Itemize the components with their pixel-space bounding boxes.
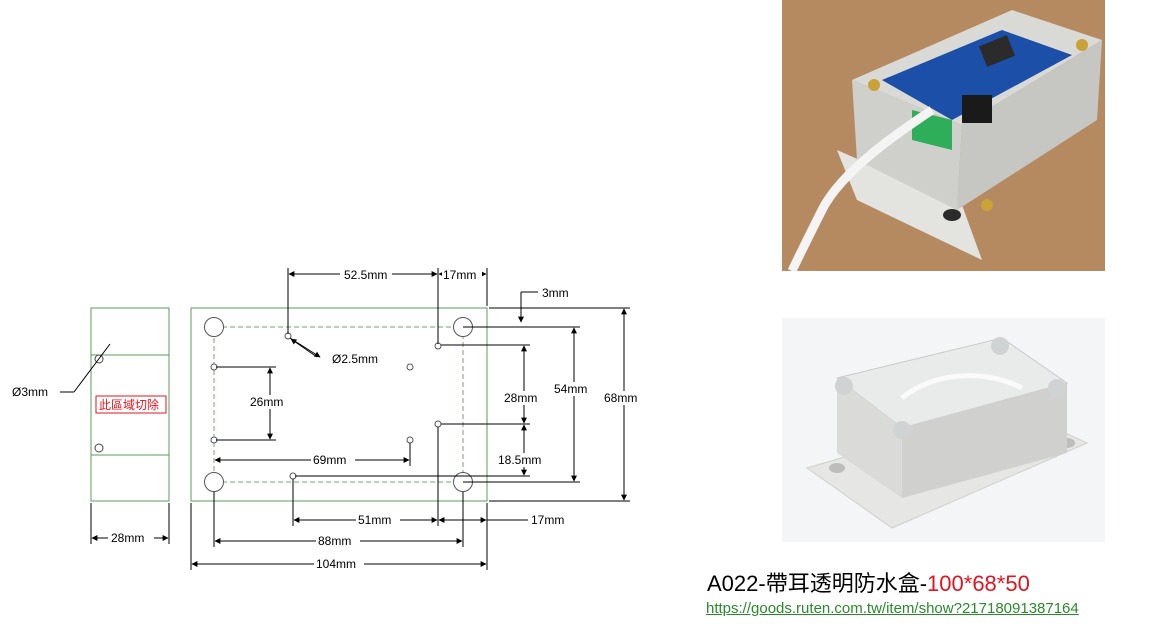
dim-17-bottom-label: 17mm <box>531 513 564 527</box>
side-width-label: 28mm <box>111 531 144 545</box>
side-view: Ø3mm 此區域切除 28mm <box>12 307 170 545</box>
top-view: 52.5mm 17mm 3mm Ø2.5mm 26mm 28mm 54mm <box>190 267 646 571</box>
product-title: A022-帶耳透明防水盒-100*68*50 <box>707 566 1030 598</box>
side-hole-leader <box>73 343 111 393</box>
pcb-hole <box>406 363 414 371</box>
side-view-outline <box>90 307 170 502</box>
ear-hole-bottom-left <box>204 472 224 492</box>
side-hole-dia-label: Ø3mm <box>12 385 48 399</box>
dim-69-label: 69mm <box>313 453 346 467</box>
inner-dashed-outline <box>213 326 464 483</box>
top-view-outline <box>190 307 488 502</box>
dim-104-label: 104mm <box>316 557 356 571</box>
side-view-hole-bottom <box>94 443 104 453</box>
dim-17-top-label: 17mm <box>443 268 476 282</box>
dim-88-label: 88mm <box>318 534 351 548</box>
dim-54-label: 54mm <box>554 382 587 396</box>
product-size: 100*68*50 <box>927 571 1030 596</box>
dim-52-5-label: 52.5mm <box>344 268 387 282</box>
ear-hole-top-left <box>204 317 224 337</box>
cut-note-label: 此區域切除 <box>99 397 159 412</box>
hole-dia-label: Ø2.5mm <box>332 352 378 366</box>
dim-68-label: 68mm <box>604 391 637 405</box>
enclosure-closed-photo <box>782 318 1105 542</box>
pcb-hole <box>434 420 442 428</box>
dim-3-label: 3mm <box>542 286 569 300</box>
dim-18-5-label: 18.5mm <box>498 453 541 467</box>
cut-note-box <box>95 395 167 414</box>
dim-28-label: 28mm <box>504 391 537 405</box>
product-url-link[interactable]: https://goods.ruten.com.tw/item/show?217… <box>706 600 1079 617</box>
dim-51-label: 51mm <box>358 513 391 527</box>
enclosure-open-photo <box>782 0 1105 271</box>
dim-26-label: 26mm <box>250 395 283 409</box>
product-title-prefix: A022-帶耳透明防水盒- <box>707 571 928 596</box>
pcb-hole <box>406 436 414 444</box>
